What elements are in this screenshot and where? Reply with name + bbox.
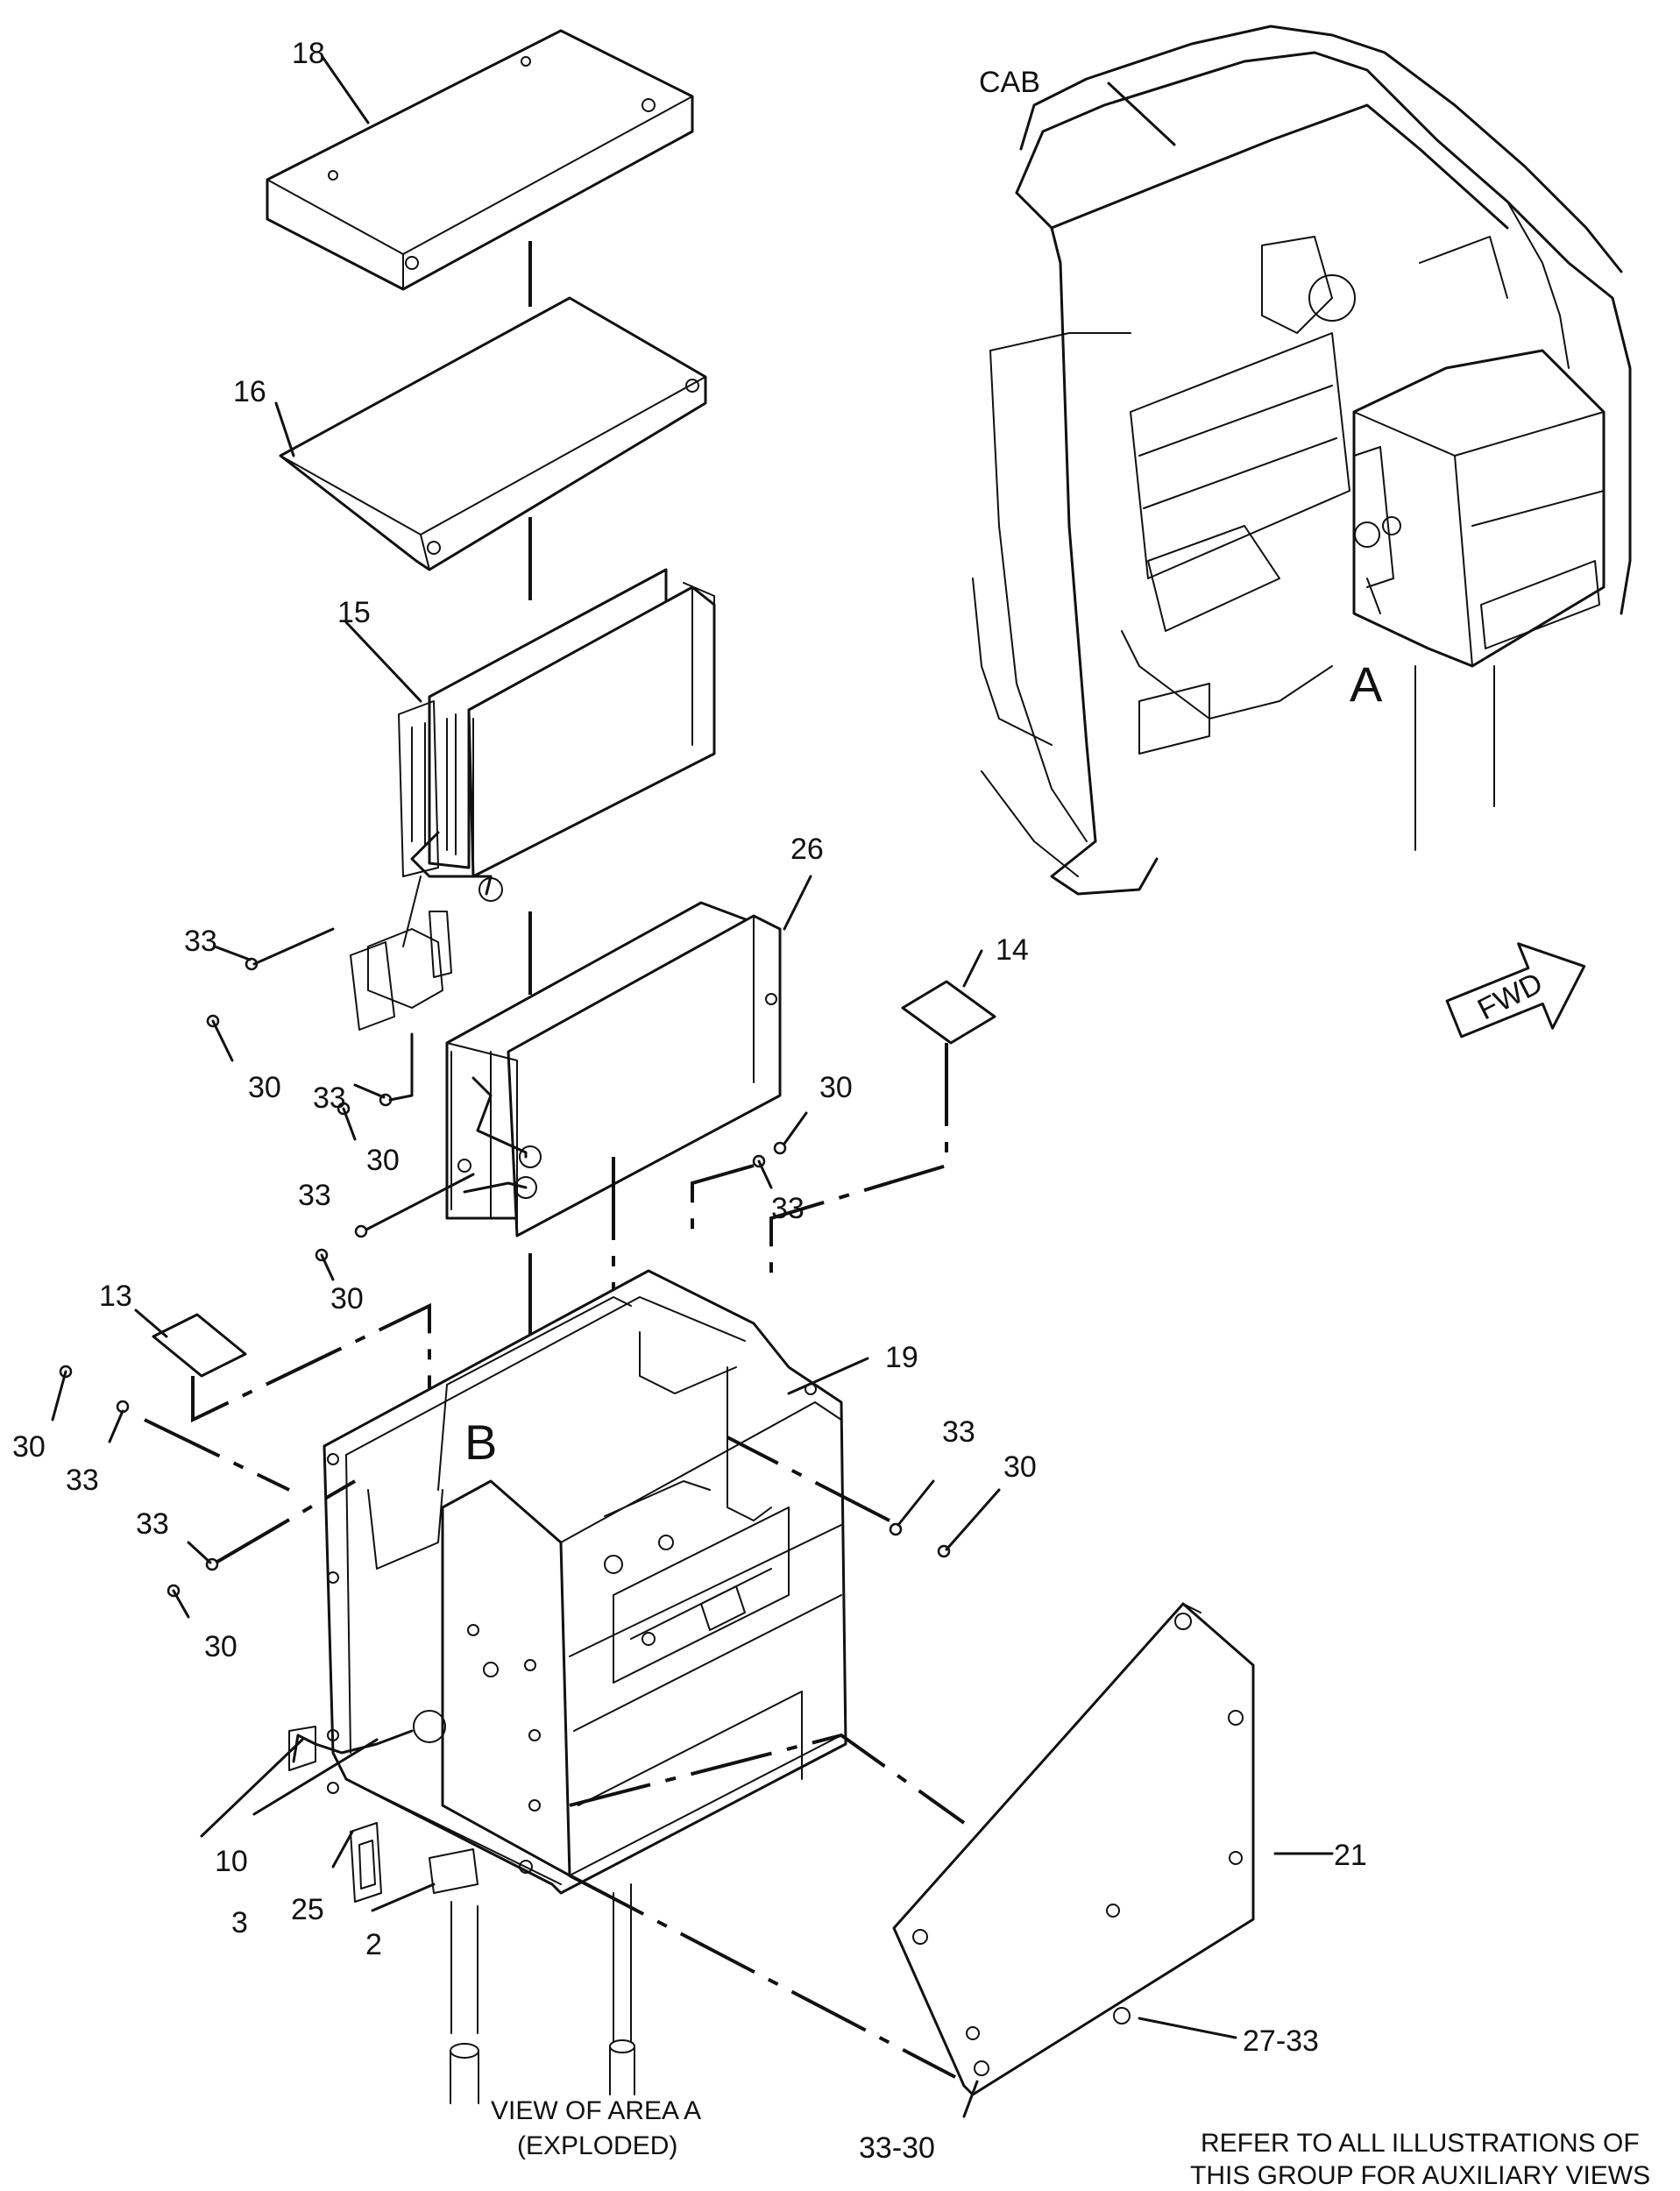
part-14-label	[769, 980, 996, 1288]
callout-13: 13	[99, 1280, 132, 1313]
callout-33-evap-right: 33	[771, 1192, 805, 1225]
part-18-top-cover	[266, 29, 694, 291]
part-16-panel	[279, 296, 707, 571]
callout-33-valve: 33	[184, 925, 217, 958]
callout-21: 21	[1334, 1839, 1367, 1872]
area-a-label: A	[1350, 656, 1383, 712]
callout-3: 3	[231, 1906, 248, 1939]
callout-33-30: 33-30	[859, 2131, 935, 2165]
callout-30-evap-left: 30	[330, 1282, 364, 1315]
part-19-housing	[288, 1269, 847, 2104]
view-caption-line1: VIEW OF AREA A	[491, 2096, 701, 2125]
callout-2: 2	[365, 1928, 382, 1961]
cab-illustration	[972, 25, 1632, 896]
callout-30-housing-left: 30	[12, 1430, 46, 1464]
callout-18: 18	[292, 37, 325, 70]
callout-15: 15	[337, 596, 371, 629]
refer-note-line1: REFER TO ALL ILLUSTRATIONS OF	[1201, 2129, 1640, 2158]
part-26-evaporator	[445, 901, 782, 1237]
callout-19: 19	[885, 1341, 918, 1374]
callout-33-housing-left: 33	[66, 1464, 99, 1497]
part-21-cover	[892, 1602, 1255, 2096]
view-caption-line2: (EXPLODED)	[517, 2131, 677, 2160]
refer-note-line2: THIS GROUP FOR AUXILIARY VIEWS	[1190, 2161, 1650, 2190]
callout-30-housing-right: 30	[1003, 1450, 1037, 1484]
callout-27-33: 27-33	[1243, 2024, 1319, 2058]
callout-10: 10	[215, 1845, 248, 1878]
callout-26: 26	[790, 833, 824, 866]
part-15-heater-core	[350, 568, 716, 1031]
callout-33-evap-left: 33	[298, 1179, 331, 1212]
callout-14: 14	[996, 933, 1029, 967]
fasteners	[51, 55, 1334, 2118]
callout-33-valve-lower: 33	[313, 1081, 346, 1115]
callout-30-evap-right: 30	[819, 1071, 853, 1104]
callout-16: 16	[233, 375, 266, 408]
callouts: 18 16 15 26 14 13 19 21 10 3 25 2 27-33 …	[12, 37, 1650, 2190]
fwd-arrow-icon: FWD	[1445, 942, 1586, 1039]
callout-30-valve: 30	[248, 1071, 281, 1104]
part-13-label	[152, 1302, 431, 1423]
callout-25: 25	[291, 1893, 324, 1926]
callout-cab: CAB	[979, 66, 1040, 99]
area-b-label: B	[464, 1415, 497, 1470]
callout-30-valve-lower: 30	[366, 1144, 400, 1177]
callout-33-housing-right: 33	[942, 1415, 975, 1449]
callout-33-housing-left-lower: 33	[136, 1507, 169, 1541]
callout-30-housing-left-lower: 30	[204, 1630, 237, 1663]
